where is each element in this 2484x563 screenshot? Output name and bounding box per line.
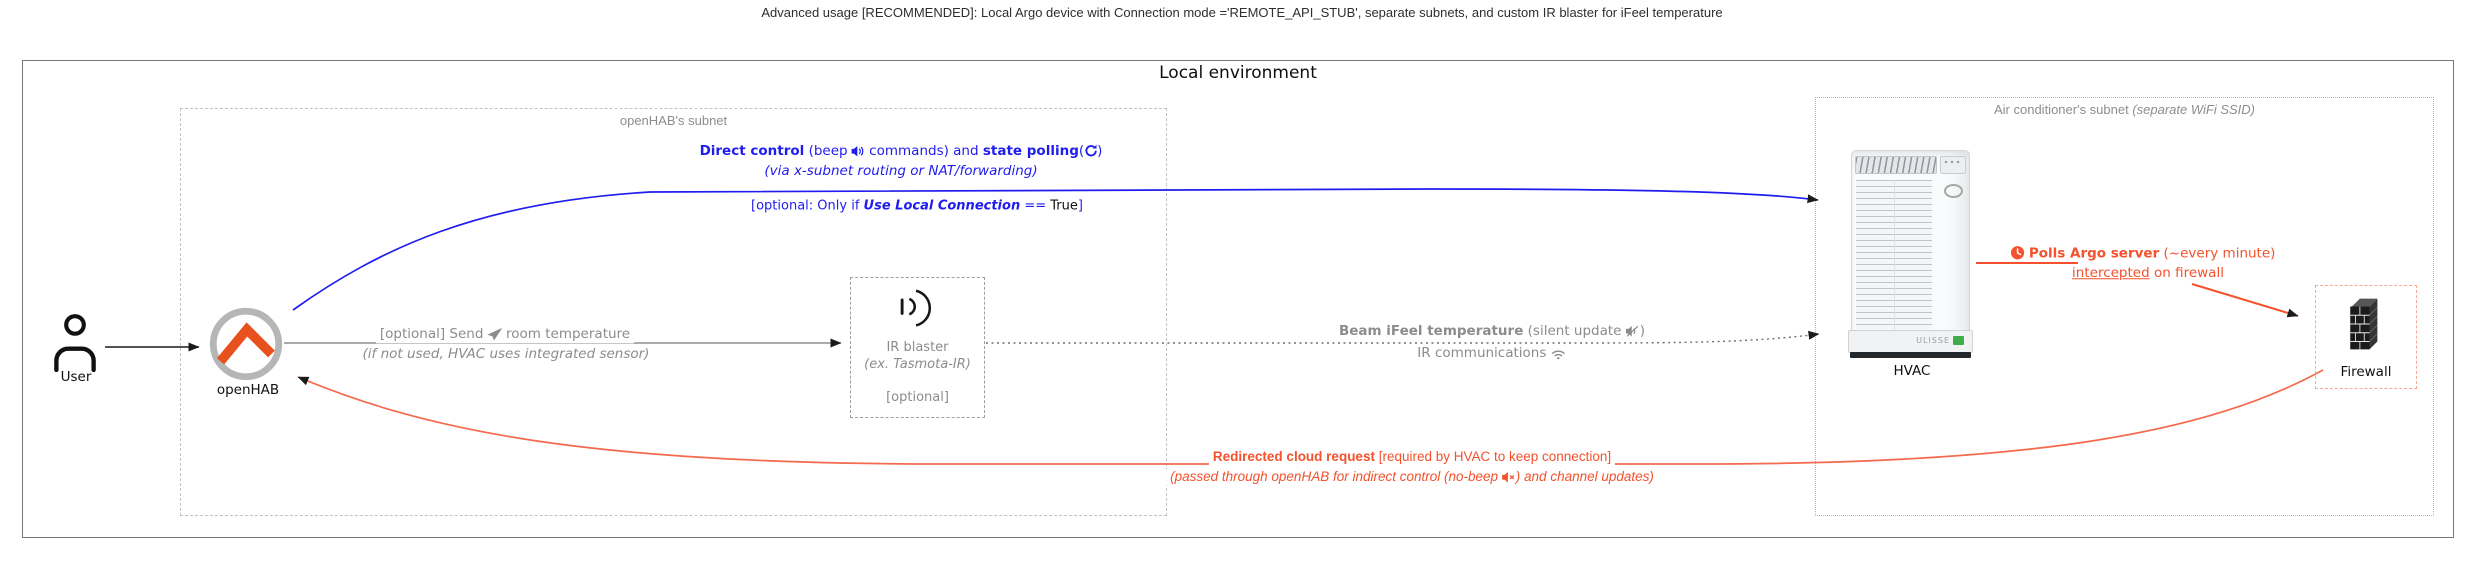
state-polling-bold: state polling: [982, 143, 1079, 160]
polls-text1: (~every minute): [2159, 245, 2276, 262]
hvac-unit: ULISSE: [1848, 150, 1973, 358]
hvac-eco-chip: [1953, 336, 1964, 345]
ir-blaster-box: IR blaster (ex. Tasmota-IR) [optional]: [850, 277, 985, 418]
beam-ifeel-label: Beam iFeel temperature (silent update ): [1334, 323, 1650, 340]
direct-control-bold: Direct control: [699, 143, 805, 160]
redirected-request-label: Redirected cloud request [required by HV…: [1208, 449, 1616, 465]
no-beep-speaker-icon: [1501, 471, 1515, 484]
ir-communications-text: IR communications: [1417, 345, 1551, 362]
send-temp-text2: room temperature: [501, 326, 631, 343]
wifi-icon: [1551, 350, 1566, 360]
send-temp-text1: [optional] Send: [379, 326, 488, 343]
local-environment-label: Local environment: [1159, 63, 1317, 83]
polls-bold: Polls Argo server: [2028, 245, 2160, 262]
openhab-label: openHAB: [216, 382, 280, 398]
local-environment-box: Local environment: [22, 60, 2454, 538]
send-temperature-sublabel: (if not used, HVAC uses integrated senso…: [358, 347, 654, 363]
hvac-brand-logo: [1944, 184, 1963, 198]
hvac-base: ULISSE: [1848, 330, 1973, 353]
direct-control-text4: ): [1097, 143, 1103, 160]
firewall-box: Firewall: [2315, 285, 2417, 389]
hvac-grille: [1856, 180, 1932, 330]
optional-eq: ==: [1020, 198, 1051, 214]
intercepted-underlined: intercepted: [2072, 265, 2150, 282]
firewall-icon: [2349, 298, 2378, 350]
ir-blaster-subtitle: (ex. Tasmota-IR): [864, 357, 971, 372]
use-local-connection: Use Local Connection: [863, 198, 1021, 214]
openhab-logo-icon: [209, 307, 283, 381]
user-label: User: [60, 369, 92, 385]
hvac-top-vent: [1855, 156, 1937, 174]
optional-close: ]: [1077, 198, 1083, 214]
hvac-label: HVAC: [1893, 363, 1931, 379]
redirected-sub2: ) and channel updates): [1515, 469, 1654, 485]
beam-bold: Beam iFeel temperature: [1338, 323, 1524, 340]
direct-control-label: Direct control (beep commands) and state…: [699, 143, 1103, 160]
hvac-foot: [1850, 352, 1971, 358]
direct-control-text2: commands) and: [864, 143, 983, 160]
ir-blaster-title: IR blaster: [886, 340, 949, 355]
hvac-control-panel: [1940, 156, 1966, 174]
direct-control-sublabel: (via x-subnet routing or NAT/forwarding): [764, 163, 1038, 180]
ac-subnet-box: Air conditioner's subnet (separate WiFi …: [1815, 97, 2434, 516]
send-temperature-label: [optional] Send room temperature: [375, 326, 635, 343]
redirected-request-sublabel: (passed through openHAB for indirect con…: [1166, 469, 1658, 485]
beam-text1: (silent update: [1523, 323, 1626, 340]
ir-communications-label: IR communications: [1413, 345, 1571, 362]
direct-control-text3: (: [1078, 143, 1085, 160]
redirected-text1: [required by HVAC to keep connection]: [1374, 449, 1612, 465]
redirected-bold: Redirected cloud request: [1212, 449, 1375, 465]
beam-text2: ): [1639, 323, 1646, 340]
intercepted-label: intercepted on firewall: [2072, 265, 2224, 282]
optional-pre: [optional: Only if: [751, 198, 864, 214]
openhab-subnet-box: openHAB's subnet: [180, 108, 1167, 516]
openhab-subnet-label: openHAB's subnet: [619, 113, 728, 128]
speaker-icon: [851, 145, 864, 158]
ac-subnet-label: Air conditioner's subnet (separate WiFi …: [1994, 102, 2255, 117]
ac-subnet-label-text: Air conditioner's subnet: [1993, 102, 2133, 117]
user-icon: [52, 312, 98, 372]
send-icon: [487, 328, 502, 341]
ir-blaster-icon: [898, 289, 931, 327]
mute-speaker-icon: [1625, 325, 1639, 338]
ac-subnet-label-em: (separate WiFi SSID): [2132, 102, 2256, 117]
page-title: Advanced usage [RECOMMENDED]: Local Argo…: [761, 5, 1723, 20]
direct-control-text1: (beep: [804, 143, 852, 160]
polls-argo-label: Polls Argo server (~every minute): [2010, 245, 2276, 263]
direct-control-optional-label: [optional: Only if Use Local Connection …: [751, 198, 1083, 215]
firewall-label: Firewall: [2340, 364, 2392, 380]
optional-true-value: True: [1050, 198, 1078, 214]
redirected-sub1: (passed through openHAB for indirect con…: [1170, 469, 1502, 485]
ir-blaster-optional: [optional]: [886, 390, 949, 405]
intercepted-text: on firewall: [2149, 265, 2224, 282]
hvac-brand-text: ULISSE: [1916, 336, 1950, 345]
refresh-icon: [1084, 144, 1098, 157]
clock-icon: [2010, 245, 2025, 260]
